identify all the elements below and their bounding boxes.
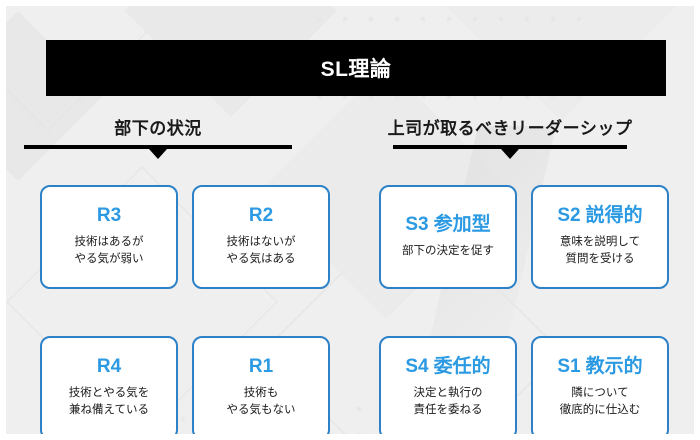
- column-header-leadership: 上司が取るべきリーダーシップ: [365, 114, 655, 159]
- card-title: R2: [248, 205, 274, 227]
- card-description: 意味を説明して 質問を受ける: [559, 236, 641, 265]
- card-code: R4: [96, 356, 122, 378]
- card-title: R3: [96, 205, 122, 227]
- card-description: 技術も やる気もない: [226, 387, 296, 416]
- card-title: R4: [96, 356, 122, 378]
- card-code: S3: [405, 213, 429, 235]
- header-rule: [24, 145, 292, 149]
- header-arrow-down-icon: [149, 149, 167, 159]
- card-description: 技術はないが やる気はある: [226, 236, 296, 265]
- card-name: 委任的: [433, 356, 491, 378]
- card-r2[interactable]: R2 技術はないが やる気はある: [192, 185, 330, 289]
- card-code: S2: [557, 205, 581, 227]
- page-title: SL理論: [320, 58, 392, 81]
- column-header-subordinate: 部下の状況: [24, 114, 292, 159]
- card-name: 教示的: [585, 356, 643, 378]
- card-name: 参加型: [433, 213, 491, 235]
- card-code: R2: [248, 205, 274, 227]
- card-r1[interactable]: R1 技術も やる気もない: [192, 336, 330, 434]
- card-description: 隣について 徹底的に仕込む: [559, 387, 641, 416]
- card-code: S4: [405, 356, 429, 378]
- title-bar: SL理論: [46, 40, 666, 96]
- card-description: 技術とやる気を 兼ね備えている: [68, 387, 150, 416]
- card-code: S1: [557, 356, 581, 378]
- column-header-label: 上司が取るべきリーダーシップ: [387, 119, 633, 138]
- card-title: R1: [248, 356, 274, 378]
- slide-stage: SL理論 部下の状況 上司が取るべきリーダーシップ R3 技術はあるが やる気が…: [6, 6, 694, 434]
- card-description: 決定と執行の 責任を委ねる: [413, 387, 483, 416]
- card-description: 部下の決定を促す: [402, 244, 494, 257]
- card-r3[interactable]: R3 技術はあるが やる気が弱い: [40, 185, 178, 289]
- header-rule: [393, 145, 627, 149]
- header-rule-wrap: [24, 145, 292, 159]
- header-rule-wrap: [365, 145, 655, 159]
- header-arrow-down-icon: [501, 149, 519, 159]
- card-code: R3: [96, 205, 122, 227]
- card-name: 説得的: [585, 205, 643, 227]
- card-description: 技術はあるが やる気が弱い: [74, 236, 144, 265]
- card-code: R1: [248, 356, 274, 378]
- card-r4[interactable]: R4 技術とやる気を 兼ね備えている: [40, 336, 178, 434]
- column-header-label: 部下の状況: [114, 119, 202, 138]
